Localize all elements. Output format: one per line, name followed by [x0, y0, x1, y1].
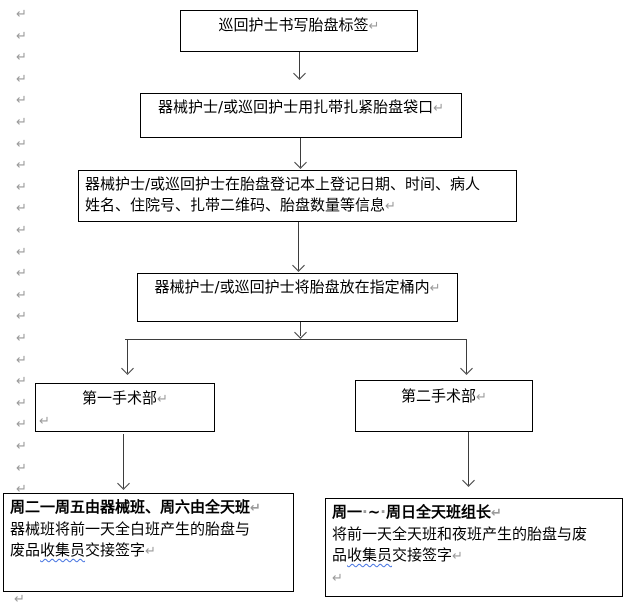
- paragraph-mark: ↵: [157, 392, 168, 407]
- paragraph-mark: ↵: [16, 266, 27, 282]
- paragraph-mark: ↵: [429, 281, 441, 296]
- arrow-step4-split-shaft: [300, 322, 301, 336]
- paragraph-mark: ↵: [433, 101, 444, 116]
- paragraph-mark: ↵: [16, 460, 27, 476]
- branch-left-text: 第一手术部↵: [82, 389, 168, 407]
- flow-step-1-box: 巡回护士书写胎盘标签↵: [180, 10, 418, 52]
- bottom-right-line2: 将前一天全天班和夜班产生的胎盘与废: [332, 525, 588, 543]
- branch-right-text: 第二手术部↵: [401, 387, 487, 405]
- paragraph-mark: ↵: [16, 287, 27, 303]
- arrow-down-icon: [462, 474, 475, 487]
- paragraph-mark: ↵: [39, 414, 50, 429]
- empty-paragraph: ↵: [36, 410, 214, 432]
- paragraph-mark: ↵: [16, 223, 27, 238]
- empty-paragraph: ↵: [332, 567, 616, 589]
- arrow-step1-step2-shaft: [299, 52, 300, 78]
- paragraph-mark: ↵: [16, 158, 27, 174]
- arrow-branch-left-shaft: [127, 340, 128, 373]
- arrow-down-icon: [460, 362, 473, 375]
- paragraph-mark: ↵: [16, 439, 27, 454]
- branch-right-box: 第二手术部↵: [355, 380, 533, 432]
- flow-step-4-text: 器械护士/或巡回护士将胎盘放在指定桶内↵: [154, 278, 441, 296]
- arrow-down-icon: [294, 326, 307, 339]
- space-dot: ·: [362, 503, 368, 521]
- paragraph-mark: ↵: [332, 571, 343, 586]
- arrow-down-icon: [121, 362, 134, 375]
- paragraph-mark: ↵: [16, 374, 27, 390]
- arrow-down-icon: [293, 67, 306, 80]
- paragraph-mark: ↵: [16, 244, 27, 260]
- spellcheck-wavy-text: 收集员: [40, 541, 86, 559]
- paragraph-mark: ↵: [16, 395, 27, 411]
- paragraph-mark: ↵: [16, 352, 27, 368]
- paragraph-mark: ↵: [250, 501, 261, 516]
- spellcheck-wavy-text: 收集员: [347, 546, 393, 564]
- paragraph-mark: ↵: [16, 28, 27, 44]
- paragraph-mark: ↵: [491, 506, 502, 521]
- paragraph-mark: ↵: [452, 549, 463, 564]
- paragraph-mark: ↵: [16, 179, 27, 195]
- bottom-right-box: 周一·~·周日全天班组长↵ 将前一天全天班和夜班产生的胎盘与废 品收集员交接签字…: [325, 498, 623, 597]
- arrow-right-bottom-shaft: [468, 432, 469, 485]
- paragraph-mark: ↵: [385, 199, 396, 214]
- paragraph-mark: ↵: [16, 331, 27, 346]
- flow-step-4-box: 器械护士/或巡回护士将胎盘放在指定桶内↵: [137, 273, 458, 322]
- branch-left-box: 第一手术部↵ ↵: [35, 383, 215, 432]
- arrow-down-icon: [292, 259, 305, 272]
- flow-step-2-text: 器械护士/或巡回护士用扎带扎紧胎盘袋口↵: [158, 98, 444, 116]
- flow-step-1-text: 巡回护士书写胎盘标签↵: [218, 16, 380, 34]
- arrow-left-bottom-shaft: [123, 434, 124, 488]
- flow-step-3-box: 器械护士/或巡回护士在胎盘登记本上登记日期、时间、病人 姓名、住院号、扎带二维码…: [78, 170, 517, 222]
- paragraph-mark: ↵: [16, 201, 27, 217]
- paragraph-mark: ↵: [368, 19, 380, 34]
- arrow-step2-step3-shaft: [300, 138, 301, 167]
- arrow-step3-step4-shaft: [298, 222, 299, 270]
- paragraph-mark: ↵: [16, 136, 27, 152]
- space-dot: ·: [380, 503, 386, 521]
- flow-step-3-line2: 姓名、住院号、扎带二维码、胎盘数量等信息↵: [85, 196, 396, 214]
- bottom-right-line1: 周一·~·周日全天班组长↵: [332, 503, 502, 521]
- paragraph-mark: ↵: [16, 7, 27, 22]
- paragraph-mark: ↵: [16, 482, 27, 498]
- paragraph-mark: ↵: [16, 115, 27, 130]
- paragraph-mark: ↵: [16, 309, 27, 325]
- paragraph-mark: ↵: [145, 544, 156, 559]
- paragraph-mark: ↵: [476, 390, 487, 405]
- flow-step-3-line1: 器械护士/或巡回护士在胎盘登记本上登记日期、时间、病人: [85, 175, 481, 193]
- arrow-branch-right-shaft: [466, 340, 467, 373]
- arrow-down-icon: [117, 477, 130, 490]
- paragraph-mark: ↵: [14, 592, 25, 607]
- bottom-left-line3: 废品收集员交接签字↵: [10, 541, 156, 559]
- bottom-left-line1: 周二一周五由器械班、周六由全天班↵: [10, 498, 261, 516]
- bottom-left-line2: 器械班将前一天全白班产生的胎盘与: [10, 520, 251, 538]
- flow-step-2-box: 器械护士/或巡回护士用扎带扎紧胎盘袋口↵: [140, 93, 462, 138]
- branch-horizontal-line: [125, 339, 467, 340]
- bottom-left-box: 周二一周五由器械班、周六由全天班↵ 器械班将前一天全白班产生的胎盘与 废品收集员…: [3, 493, 294, 592]
- paragraph-mark: ↵: [16, 93, 27, 109]
- paragraph-mark: ↵: [16, 71, 27, 87]
- bottom-right-line3: 品收集员交接签字↵: [332, 546, 463, 564]
- arrow-down-icon: [294, 156, 307, 169]
- paragraph-mark: ↵: [16, 50, 27, 66]
- paragraph-mark: ↵: [16, 417, 27, 433]
